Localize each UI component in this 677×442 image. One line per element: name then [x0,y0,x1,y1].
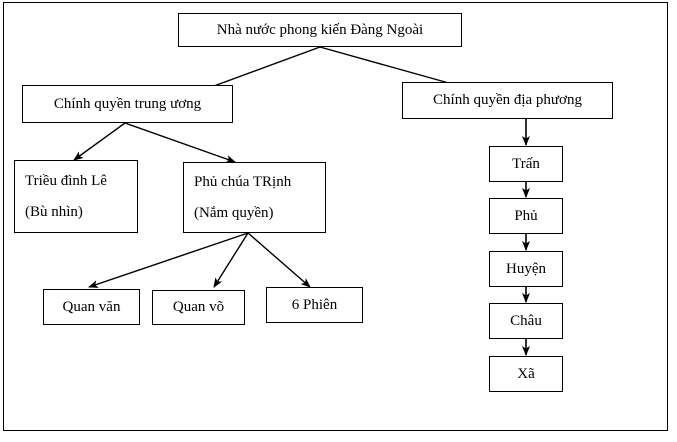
node-phu[interactable]: Phủ [489,198,563,234]
node-huyen-label: Huyện [506,260,546,277]
node-military-officials[interactable]: Quan võ [152,290,245,325]
node-central-government[interactable]: Chính quyền trung ương [22,85,233,123]
node-tran-label: Trấn [512,155,540,172]
connector-central-gov-to-le-court [73,122,126,161]
node-trinh-lord-line-2: (Nắm quyền) [194,204,274,221]
node-trinh-lord-line-1: Phủ chúa TRịnh [194,174,292,190]
node-trinh-lord[interactable]: Phủ chúa TRịnh (Nắm quyền) [183,162,326,233]
node-xa-label: Xã [517,365,535,382]
node-civil-officials[interactable]: Quan văn [43,289,140,325]
node-le-court-line-2: (Bù nhìn) [25,204,83,220]
node-root[interactable]: Nhà nước phong kiến Đàng Ngoài [178,13,462,47]
node-local-government-label: Chính quyền địa phương [433,92,582,109]
node-phu-label: Phủ [514,207,538,224]
node-root-label: Nhà nước phong kiến Đàng Ngoài [216,21,424,38]
connector-central-gov-to-trinh-lord [124,122,236,163]
node-six-boards-label: 6 Phiên [291,296,338,313]
node-chau-label: Châu [510,312,542,329]
connector-trinh-lord-to-civil-officials [88,232,249,288]
node-central-government-label: Chính quyền trung ương [53,95,202,112]
node-huyen[interactable]: Huyện [489,251,563,287]
node-xa[interactable]: Xã [489,356,563,392]
node-tran[interactable]: Trấn [489,146,563,182]
diagram-outer-border [3,2,668,431]
node-le-court[interactable]: Triều đình Lê (Bù nhìn) [14,160,138,233]
node-chau[interactable]: Châu [489,303,563,339]
node-le-court-line-1: Triều đình Lê [25,172,107,189]
node-military-officials-label: Quan võ [172,299,225,316]
connector-trinh-lord-to-military-officials [213,232,249,288]
node-six-boards[interactable]: 6 Phiên [266,287,363,323]
node-local-government[interactable]: Chính quyền địa phương [402,82,613,119]
connector-trinh-lord-to-six-boards [247,232,311,288]
node-civil-officials-label: Quan văn [62,298,121,315]
